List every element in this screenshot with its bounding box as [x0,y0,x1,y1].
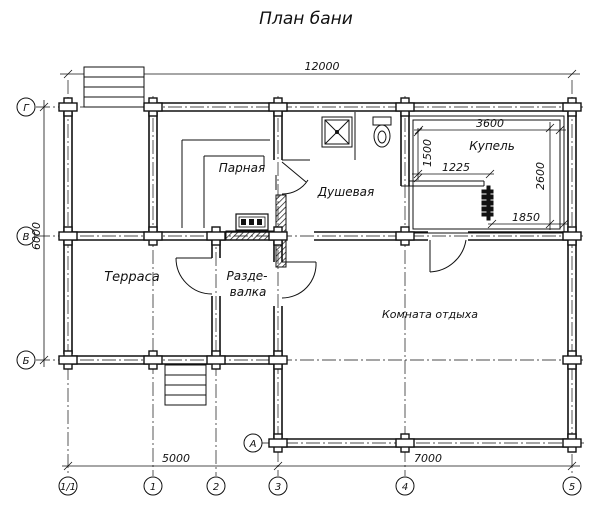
room-label-dressing-2: валка [230,285,267,299]
log-post-core [150,357,156,363]
axis-label-3: 3 [275,482,281,493]
log-post-core [213,357,219,363]
dim-pool-width: 3600 [476,117,504,130]
toilet-icon [372,116,392,148]
axis-label-4: 4 [402,482,408,493]
stove-icon [235,213,269,231]
dim-right-span: 7000 [414,452,442,465]
log-post-core [150,233,156,239]
dim-total-depth: 6000 [30,222,43,250]
shower-tray-icon [321,116,353,148]
log-post-core [65,104,71,110]
axis-label-5: 5 [569,482,575,493]
axis-label-1: 1 [150,482,156,493]
dimension-lines [39,69,580,471]
room-label-dressing-1: Разде- [227,269,268,283]
dim-pool-step-w: 1225 [442,161,470,174]
pool-ladder-icon [480,185,495,221]
dim-pool-depth: 2600 [534,162,547,190]
dim-total-width: 12000 [305,60,340,73]
log-post-core [569,440,575,446]
log-post-core [402,440,408,446]
log-post-core [569,104,575,110]
axis-label-2: 2 [213,482,219,493]
top-stairs [83,66,145,108]
dim-left-span: 5000 [162,452,190,465]
dim-pool-step-h: 1500 [421,139,434,167]
room-label-rest: Комната отдыха [382,308,478,321]
axis-label-b: Б [23,356,30,367]
log-post-core [275,357,281,363]
room-label-pool: Купель [469,139,515,153]
log-posts [58,97,582,453]
axis-markers [16,97,582,496]
log-post-core [402,104,408,110]
log-post-core [213,233,219,239]
log-post-core [569,233,575,239]
bottom-stairs [164,364,207,406]
axis-label-g: Г [23,103,30,114]
log-post-core [65,357,71,363]
log-post-core [275,440,281,446]
axis-label-a: А [249,439,257,450]
log-post-core [569,357,575,363]
room-label-terrace: Терраса [104,270,160,285]
dim-pool-inner: 1850 [512,211,540,224]
doors [175,161,467,299]
log-post-core [275,233,281,239]
log-post-core [65,233,71,239]
axis-label-1-1: 1/1 [60,482,76,493]
partitions [181,112,565,234]
room-label-shower: Душевая [317,185,374,199]
log-post-core [150,104,156,110]
log-post-core [402,233,408,239]
log-post-core [275,104,281,110]
axis-labels: Г В Б А 1/1 1 2 3 4 5 [23,103,576,493]
room-label-steam: Парная [219,161,265,175]
axis-lines [36,80,586,476]
plan-title: План бани [259,9,353,29]
axis-label-v: В [23,232,30,243]
